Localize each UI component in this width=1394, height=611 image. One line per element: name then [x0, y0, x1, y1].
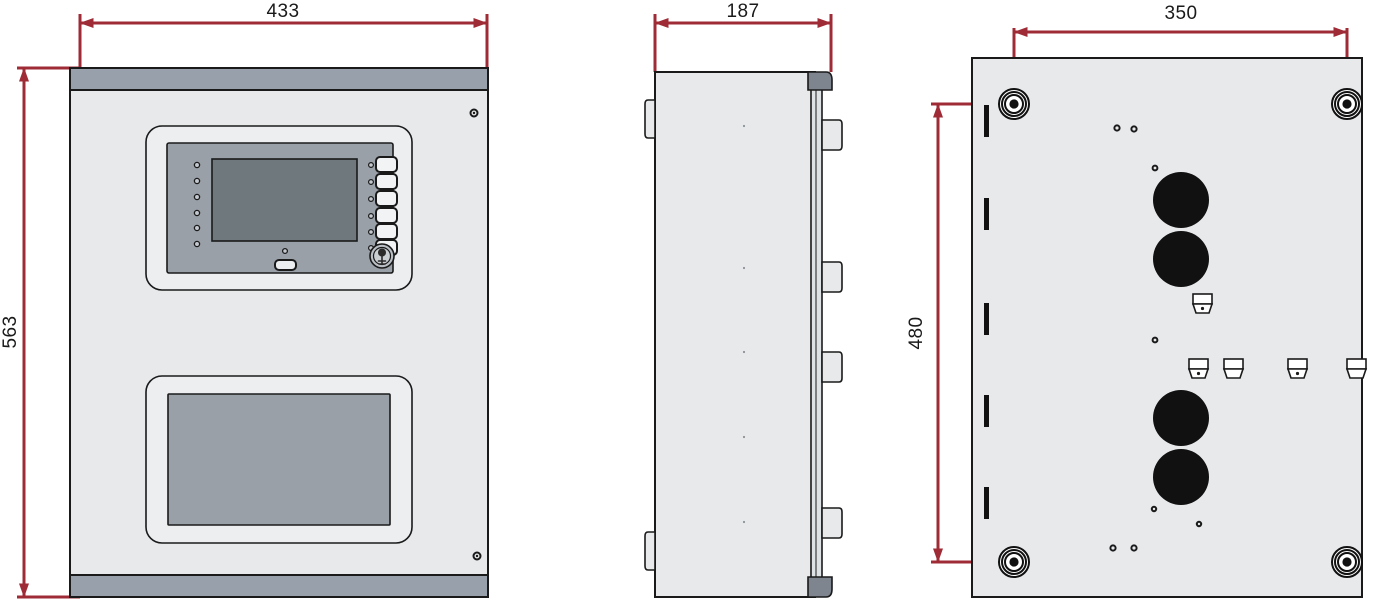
- side-centre-mark: [742, 435, 746, 439]
- button-led: [368, 229, 375, 236]
- rear-cable-gland: [1191, 293, 1214, 314]
- led-indicator: [193, 193, 201, 201]
- rear-slot: [984, 303, 989, 335]
- side-top-trim: [807, 71, 833, 91]
- front-screw-bottom-right: [472, 551, 482, 561]
- dimension-label-side-depth: 187: [727, 1, 760, 22]
- function-button[interactable]: [375, 173, 398, 190]
- function-button[interactable]: [375, 190, 398, 207]
- status-led: [281, 247, 289, 255]
- function-button[interactable]: [375, 156, 398, 173]
- rear-pilot-hole: [1195, 520, 1203, 528]
- side-latch-tab-right: [821, 261, 843, 293]
- rear-large-knockout: [1153, 172, 1209, 228]
- side-hinge-tab-left: [644, 99, 656, 139]
- front-top-trim: [69, 67, 489, 91]
- rear-view: 350 480: [906, 3, 1368, 598]
- rear-slot-column: [984, 105, 989, 519]
- dimension-label-front-width: 433: [267, 1, 300, 22]
- led-indicator: [193, 224, 201, 232]
- rear-back-plate: [971, 57, 1363, 598]
- rear-slot: [984, 487, 989, 519]
- button-led: [368, 179, 375, 186]
- rear-slot: [984, 105, 989, 137]
- rear-pilot-hole: [1151, 164, 1159, 172]
- rear-pilot-hole: [1130, 544, 1138, 552]
- side-latch-tab-right: [821, 119, 843, 151]
- rear-pilot-hole-group: [1109, 124, 1203, 552]
- button-led: [368, 196, 375, 203]
- rear-slot: [984, 198, 989, 230]
- side-bottom-trim: [807, 576, 833, 598]
- rear-slot: [984, 395, 989, 427]
- front-screw-top-right: [469, 108, 479, 118]
- rear-cable-gland: [1187, 358, 1210, 379]
- side-centre-mark: [742, 266, 746, 270]
- lcd-display[interactable]: [211, 158, 358, 242]
- rear-mounting-hole: [1331, 546, 1363, 578]
- front-bottom-trim: [69, 574, 489, 598]
- rear-pilot-hole: [1109, 544, 1117, 552]
- rear-mounting-hole: [1331, 88, 1363, 120]
- rear-pilot-hole: [1130, 125, 1138, 133]
- side-centre-mark: [742, 520, 746, 524]
- rear-pilot-hole: [1151, 336, 1159, 344]
- side-centre-mark: [742, 124, 746, 128]
- rear-pilot-hole: [1150, 505, 1158, 513]
- led-indicator-column: [193, 161, 201, 248]
- rear-pilot-hole: [1113, 124, 1121, 132]
- key-switch[interactable]: [369, 243, 395, 269]
- dimension-label-front-height: 563: [0, 316, 21, 349]
- side-hinge-tab-left: [644, 531, 656, 571]
- rear-cable-gland: [1345, 358, 1368, 379]
- function-button[interactable]: [375, 207, 398, 224]
- led-indicator: [193, 209, 201, 217]
- dimension-label-rear-horizontal: 350: [1165, 3, 1198, 24]
- button-led: [368, 213, 375, 220]
- led-indicator: [193, 240, 201, 248]
- side-centre-mark: [742, 350, 746, 354]
- led-indicator: [193, 161, 201, 169]
- dimension-side-depth: [653, 14, 833, 72]
- dimension-label-rear-vertical: 480: [906, 317, 927, 350]
- rear-large-knockout: [1153, 231, 1209, 287]
- led-indicator: [193, 177, 201, 185]
- lower-blank-panel: [167, 393, 391, 526]
- rear-cable-gland: [1286, 358, 1309, 379]
- side-latch-tab-right: [821, 351, 843, 383]
- side-view: 187: [644, 1, 843, 598]
- rear-large-knockout: [1153, 390, 1209, 446]
- dimension-front-width: [78, 14, 489, 72]
- rear-mounting-hole: [998, 88, 1030, 120]
- function-button[interactable]: [375, 223, 398, 240]
- front-view: 433 563: [0, 1, 489, 599]
- side-enclosure-body: [654, 71, 816, 598]
- rear-mounting-hole: [998, 546, 1030, 578]
- rear-cable-gland: [1222, 358, 1245, 379]
- button-led: [368, 162, 375, 169]
- rear-large-knockout: [1153, 449, 1209, 505]
- reset-button[interactable]: [274, 259, 297, 271]
- side-latch-tab-right: [821, 507, 843, 539]
